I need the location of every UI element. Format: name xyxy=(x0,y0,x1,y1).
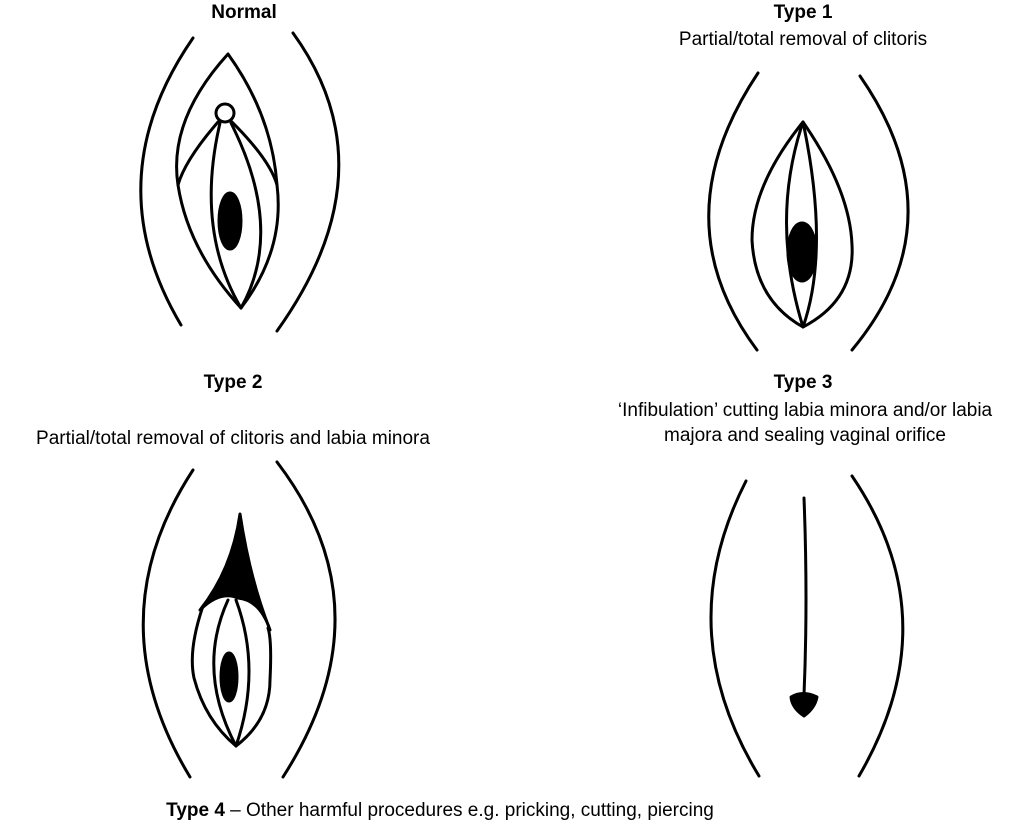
type2-vaginal-opening xyxy=(219,651,239,703)
type2-labia-minora-left xyxy=(212,598,238,748)
type1-labia-majora-right xyxy=(850,74,910,352)
normal-labia-minora-left-outer xyxy=(176,120,220,187)
type2-scar-tissue xyxy=(198,512,272,632)
type1-labia-majora-left xyxy=(707,71,760,352)
normal-title: Normal xyxy=(211,2,277,23)
type1-vaginal-opening xyxy=(786,221,818,283)
type4-description: Other harmful procedures e.g. pricking, … xyxy=(246,800,714,821)
figure-type2 xyxy=(141,460,337,779)
type4-separator: – xyxy=(224,800,247,821)
type2-labia-minora-right xyxy=(234,598,251,748)
type3-labia-majora-left xyxy=(709,479,761,778)
type3-remaining-opening xyxy=(789,692,819,718)
figure-type1 xyxy=(707,71,910,352)
normal-labia-minora-left xyxy=(209,121,243,310)
type3-labia-majora-right xyxy=(850,474,905,778)
type3-description-line1: ‘Infibulation’ cutting labia minora and/… xyxy=(617,400,993,421)
type2-description: Partial/total removal of clitoris and la… xyxy=(36,428,430,449)
type1-title: Type 1 xyxy=(773,2,833,23)
normal-outer-fold xyxy=(175,52,280,310)
type3-description-line2: majora and sealing vaginal orifice xyxy=(664,425,946,446)
normal-vaginal-opening xyxy=(217,191,243,251)
normal-labia-minora-right xyxy=(229,121,263,310)
type2-labia-majora-left xyxy=(141,468,195,779)
type1-labia-minora-right xyxy=(801,120,818,329)
type3-title: Type 3 xyxy=(773,372,833,393)
type1-description: Partial/total removal of clitoris xyxy=(678,29,928,50)
normal-clitoris xyxy=(214,102,236,124)
figure-type3 xyxy=(709,474,905,778)
type1-labia-minora-left xyxy=(785,120,805,329)
type2-labia-majora-right xyxy=(275,460,337,779)
type3-fused-line xyxy=(802,496,808,697)
figure-normal xyxy=(139,31,341,333)
normal-labia-majora-right xyxy=(275,31,341,333)
type2-title: Type 2 xyxy=(203,372,263,393)
type4-title: Type 4 xyxy=(166,800,225,821)
normal-labia-majora-left xyxy=(139,36,195,327)
type4-footer: Type 4 – Other harmful procedures e.g. p… xyxy=(0,800,880,822)
normal-labia-minora-right-outer xyxy=(230,120,279,187)
